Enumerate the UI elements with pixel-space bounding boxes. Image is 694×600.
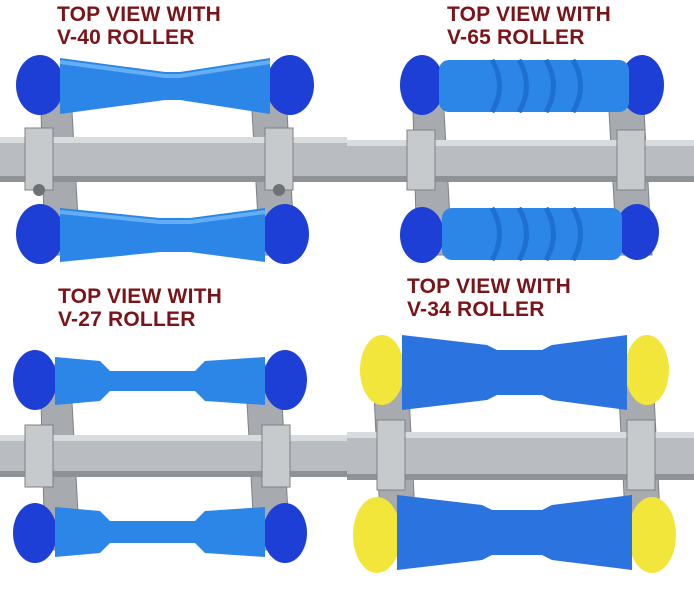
- caption-line-1: TOP VIEW WITH: [447, 3, 611, 26]
- caption-line-2: V-34 ROLLER: [407, 298, 545, 321]
- caption-line-2: V-27 ROLLER: [58, 308, 196, 331]
- panel-caption: TOP VIEW WITH V-27 ROLLER: [58, 285, 222, 331]
- panel-caption: TOP VIEW WITH V-65 ROLLER: [447, 3, 611, 49]
- caption-line-1: TOP VIEW WITH: [58, 285, 222, 308]
- panel-v65: TOP VIEW WITH V-65 ROLLER: [347, 0, 694, 295]
- v34-roller-photo: [347, 335, 694, 573]
- caption-line-2: V-40 ROLLER: [57, 26, 195, 49]
- caption-line-1: TOP VIEW WITH: [57, 3, 221, 26]
- panel-v40: TOP VIEW WITH V-40 ROLLER: [0, 0, 347, 295]
- panel-v34: TOP VIEW WITH V-34 ROLLER: [347, 270, 694, 600]
- caption-line-1: TOP VIEW WITH: [407, 275, 571, 298]
- panel-caption: TOP VIEW WITH V-40 ROLLER: [57, 3, 221, 49]
- panel-caption: TOP VIEW WITH V-34 ROLLER: [407, 275, 571, 321]
- caption-line-2: V-65 ROLLER: [447, 26, 585, 49]
- v40-roller-photo: [0, 55, 347, 264]
- panel-v27: TOP VIEW WITH V-27 ROLLER: [0, 285, 347, 600]
- v27-roller-photo: [0, 350, 347, 563]
- v65-roller-photo: [347, 55, 694, 263]
